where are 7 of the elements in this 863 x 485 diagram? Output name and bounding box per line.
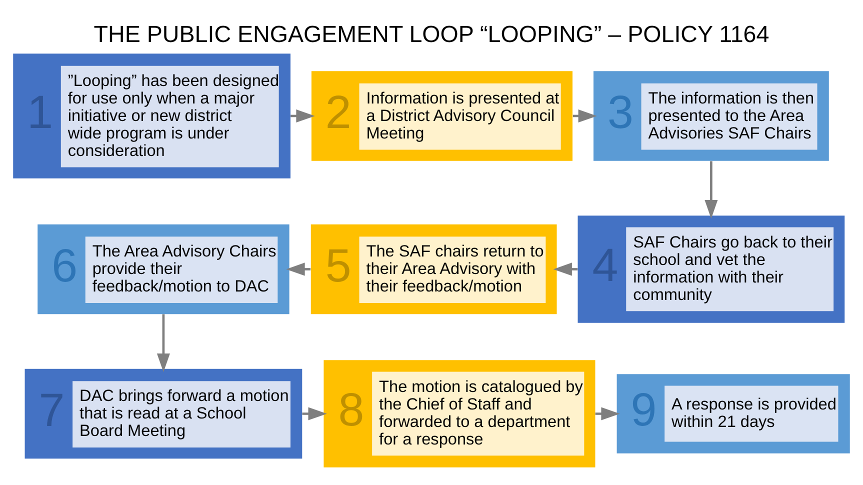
arrow (553, 262, 578, 276)
arrow (156, 314, 170, 372)
node-box: 2 Information is presented at a District Advisory Council Meeting (311, 70, 573, 160)
diagram-title: THE PUBLIC ENGAGEMENT LOOP “LOOPING” – POLICY 1164 (94, 20, 770, 46)
arrow (704, 160, 718, 218)
node-box: 8 The motion is catalogued by the Chief of Staff and forwarded to a department for a response (324, 360, 596, 467)
arrow (302, 406, 327, 420)
